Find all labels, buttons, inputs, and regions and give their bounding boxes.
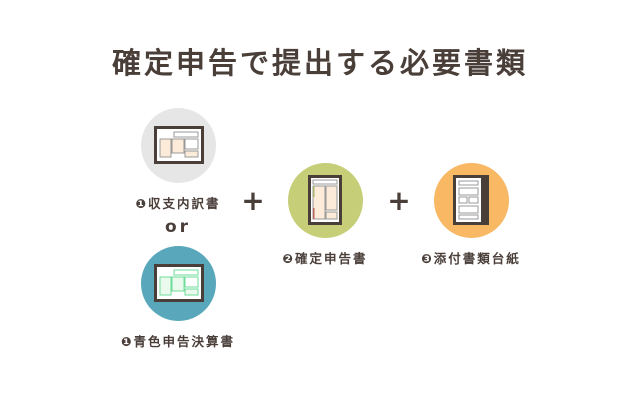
landscape-document-icon (154, 264, 204, 302)
blue-return-circle (141, 246, 216, 321)
tax-return-circle (288, 163, 363, 238)
or-text: or (164, 217, 192, 237)
page-title: 確定申告で提出する必要書類 (111, 46, 528, 80)
tax-return-label: ❷確定申告書 (282, 251, 368, 266)
attachment-mount-label: ❸添付書類台紙 (421, 251, 521, 266)
portrait-document-icon (308, 175, 342, 225)
income-statement-circle (141, 108, 216, 183)
landscape-document-icon (154, 126, 204, 164)
blue-return-label: ❶青色申告決算書 (120, 334, 236, 349)
portrait-document-icon (453, 175, 489, 225)
income-statement-label: ❶収支内訳書 (135, 196, 221, 211)
plus-icon: + (387, 184, 411, 217)
plus-icon: + (241, 184, 265, 217)
attachment-mount-circle (434, 163, 509, 238)
